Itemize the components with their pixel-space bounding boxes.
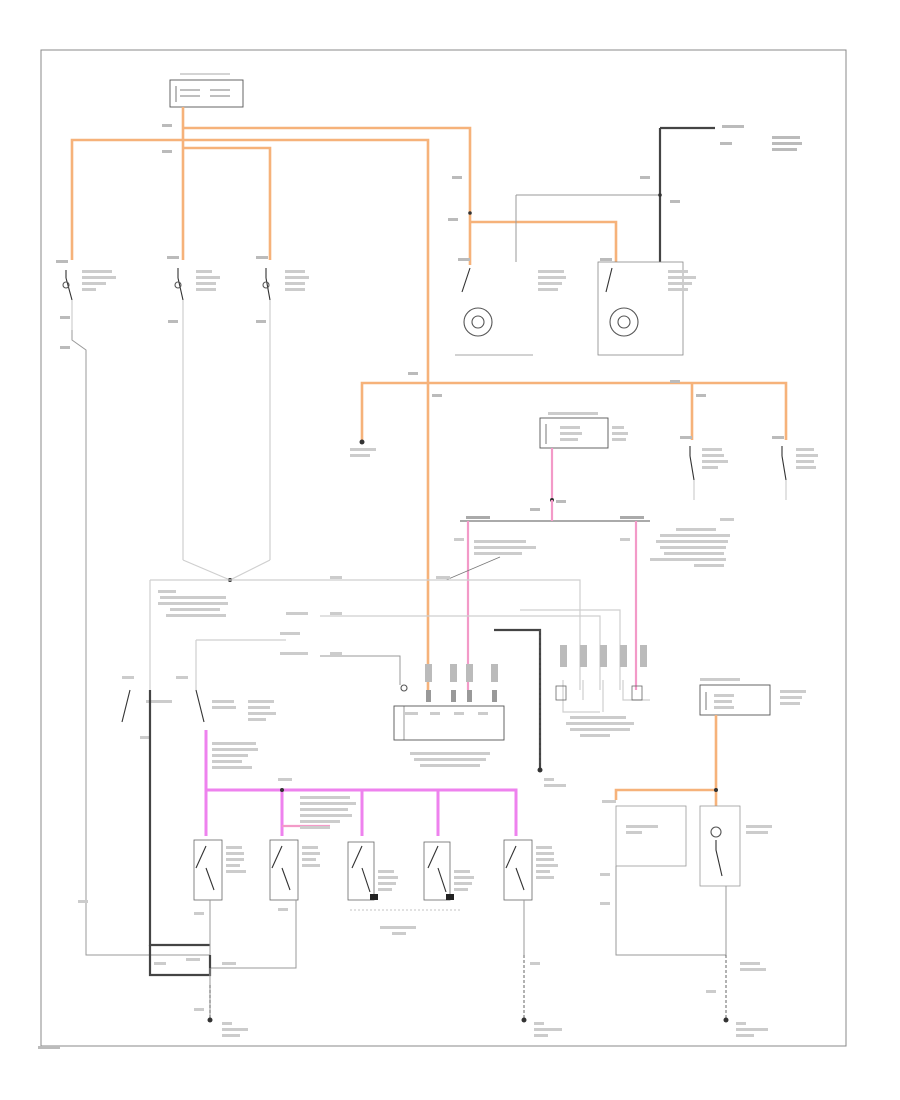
footer-code-mark (38, 1046, 60, 1049)
note-block-right (650, 518, 734, 567)
door-switch-rr (423, 841, 474, 901)
door-lock-note (350, 909, 460, 935)
lamp-lower-right-2 (699, 805, 772, 1037)
lamp-switch-1 (56, 260, 116, 330)
diagram-frame (40, 49, 847, 1047)
splice-bar (454, 500, 650, 690)
ground-mid-left (350, 439, 376, 457)
wire-tags (60, 124, 706, 511)
fuse-block-top (169, 73, 244, 108)
note-block-left (149, 579, 286, 690)
relay-module (494, 628, 650, 787)
fuse-block-lower-right (699, 678, 806, 792)
lamp-lower-right-1 (600, 800, 726, 956)
lamp-switch-2 (167, 256, 220, 560)
fuse-block-mid (539, 412, 628, 449)
dark-wire-top-right (468, 126, 715, 262)
door-switch-lr (347, 841, 398, 901)
ground-label-top-right (720, 125, 802, 151)
switch-liftgate (503, 839, 562, 1037)
wire-to-splice (182, 559, 271, 581)
note-block-center (445, 540, 536, 581)
door-switch-lf (193, 839, 246, 955)
lock-cylinder-right (597, 258, 696, 356)
switch-left-a (121, 676, 210, 947)
lamp-switch-4 (680, 436, 728, 500)
wire-left-vertical (71, 330, 210, 956)
switch-left-b (176, 676, 276, 723)
control-module (393, 664, 505, 767)
orange-power-bus (70, 107, 788, 806)
door-switch-rf (210, 839, 320, 969)
ground-bottom-left (78, 900, 248, 1037)
lock-cylinder-left (455, 258, 566, 356)
lamp-switch-5 (772, 436, 818, 500)
magenta-wire-network (204, 730, 518, 836)
lamp-switch-3 (256, 256, 309, 560)
